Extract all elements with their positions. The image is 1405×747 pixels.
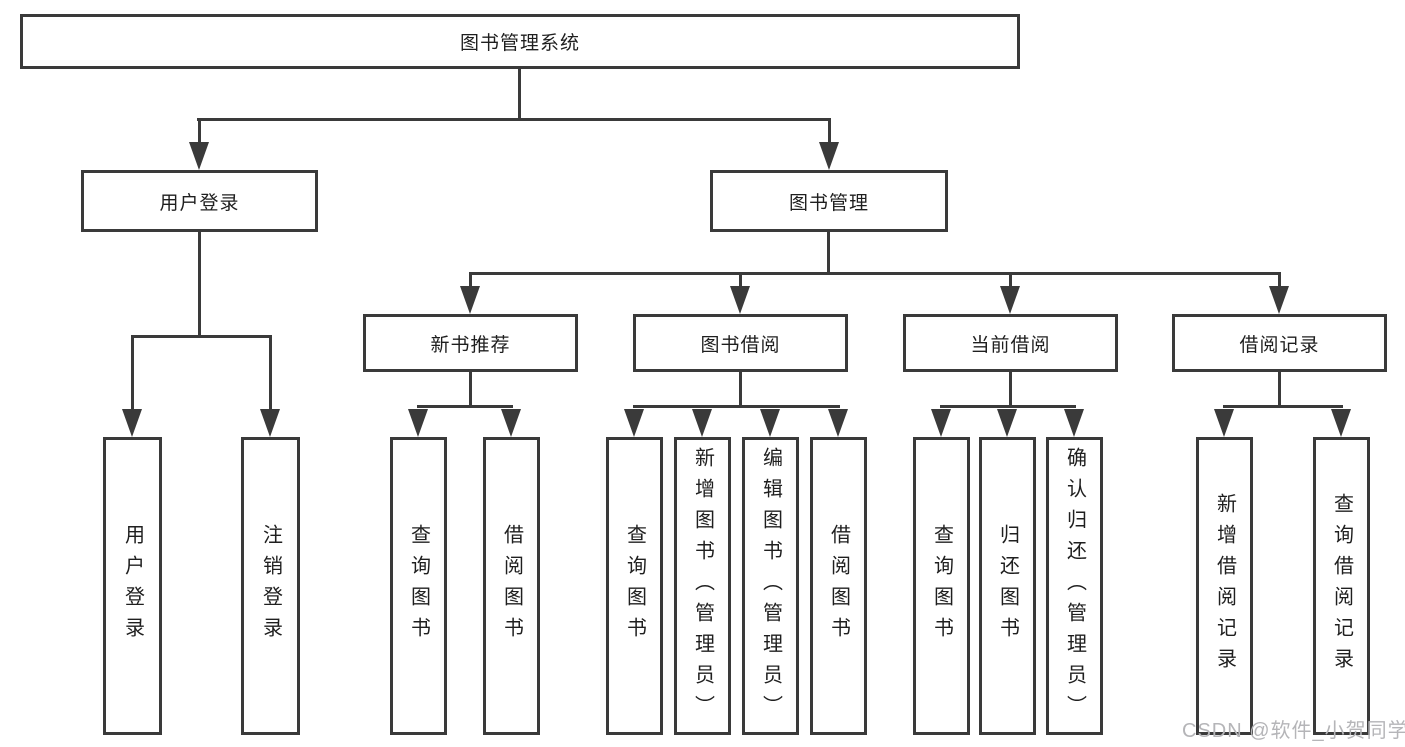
connector-section-stem <box>1278 372 1281 405</box>
leaf-query-borrow-record: 查询借阅记录 <box>1313 437 1370 735</box>
node-label: 图书借阅 <box>700 334 781 356</box>
leaf-add-books-admin: 新增图书（管理员） <box>674 437 731 735</box>
node-label: 借阅图书 <box>827 524 850 648</box>
connector-section-stem <box>469 372 472 405</box>
node-label: 查询图书 <box>623 524 646 648</box>
connector-stub <box>828 118 831 144</box>
node-label: 查询图书 <box>407 524 430 648</box>
arrow-down-icon <box>460 286 480 314</box>
arrow-down-icon <box>1064 409 1084 437</box>
node-label: 借阅记录 <box>1239 334 1320 356</box>
connector-userlogin-stem <box>198 232 201 335</box>
connector-borrow-branch <box>633 405 840 408</box>
connector-level2-branch <box>197 118 831 121</box>
node-label: 编辑图书（管理员） <box>759 446 782 726</box>
leaf-query-books-borrow: 查询图书 <box>606 437 663 735</box>
connector-section-stem <box>1009 372 1012 405</box>
leaf-logout: 注销登录 <box>241 437 300 735</box>
connector-newbooks-branch <box>417 405 513 408</box>
node-label: 注销登录 <box>259 524 282 648</box>
leaf-add-borrow-record: 新增借阅记录 <box>1196 437 1253 735</box>
node-book-borrow: 图书借阅 <box>633 314 848 372</box>
node-current-borrow: 当前借阅 <box>903 314 1118 372</box>
arrow-down-icon <box>1214 409 1234 437</box>
node-label: 新增借阅记录 <box>1213 493 1236 679</box>
node-label: 新书推荐 <box>430 334 511 356</box>
leaf-borrow-books: 借阅图书 <box>810 437 867 735</box>
leaf-confirm-return-admin: 确认归还（管理员） <box>1046 437 1103 735</box>
arrow-down-icon <box>1000 286 1020 314</box>
leaf-user-login: 用户登录 <box>103 437 162 735</box>
arrow-down-icon <box>692 409 712 437</box>
node-label: 确认归还（管理员） <box>1063 446 1086 726</box>
connector-bookmgmt-stem <box>827 232 830 272</box>
arrow-down-icon <box>819 142 839 170</box>
leaf-query-books-recommend: 查询图书 <box>390 437 447 735</box>
connector-stub <box>469 272 472 288</box>
node-label: 用户登录 <box>121 524 144 648</box>
connector-level3-branch <box>469 272 1281 275</box>
arrow-down-icon <box>501 409 521 437</box>
arrow-down-icon <box>122 409 142 437</box>
arrow-down-icon <box>408 409 428 437</box>
leaf-borrow-books-recommend: 借阅图书 <box>483 437 540 735</box>
node-label: 归还图书 <box>996 524 1019 648</box>
connector-current-branch <box>940 405 1076 408</box>
node-user-login: 用户登录 <box>81 170 318 232</box>
node-label: 用户登录 <box>159 192 240 214</box>
node-system-root: 图书管理系统 <box>20 14 1020 69</box>
node-book-management: 图书管理 <box>710 170 948 232</box>
connector-root-stem <box>518 69 521 118</box>
leaf-query-books-current: 查询图书 <box>913 437 970 735</box>
arrow-down-icon <box>189 142 209 170</box>
node-label: 当前借阅 <box>970 334 1051 356</box>
arrow-down-icon <box>624 409 644 437</box>
connector-stub <box>1278 272 1281 288</box>
arrow-down-icon <box>997 409 1017 437</box>
node-borrow-records: 借阅记录 <box>1172 314 1387 372</box>
arrow-down-icon <box>1269 286 1289 314</box>
connector-stub <box>198 118 201 144</box>
node-label: 图书管理 <box>788 192 869 214</box>
arrow-down-icon <box>931 409 951 437</box>
node-label: 查询借阅记录 <box>1330 493 1353 679</box>
arrow-down-icon <box>1331 409 1351 437</box>
connector-stub <box>269 335 272 411</box>
csdn-watermark: CSDN @软件_小贺同学 <box>1182 720 1405 742</box>
node-label: 查询图书 <box>930 524 953 648</box>
arrow-down-icon <box>260 409 280 437</box>
node-label: 图书管理系统 <box>459 33 580 54</box>
connector-stub <box>1009 272 1012 288</box>
node-label: 新增图书（管理员） <box>691 446 714 726</box>
node-new-book-recommend: 新书推荐 <box>363 314 578 372</box>
connector-userlogin-branch <box>131 335 272 338</box>
leaf-return-books: 归还图书 <box>979 437 1036 735</box>
connector-section-stem <box>739 372 742 405</box>
connector-stub <box>131 335 134 411</box>
connector-stub <box>739 272 742 288</box>
arrow-down-icon <box>760 409 780 437</box>
connector-records-branch <box>1223 405 1343 408</box>
arrow-down-icon <box>730 286 750 314</box>
arrow-down-icon <box>828 409 848 437</box>
node-label: 借阅图书 <box>500 524 523 648</box>
leaf-edit-books-admin: 编辑图书（管理员） <box>742 437 799 735</box>
